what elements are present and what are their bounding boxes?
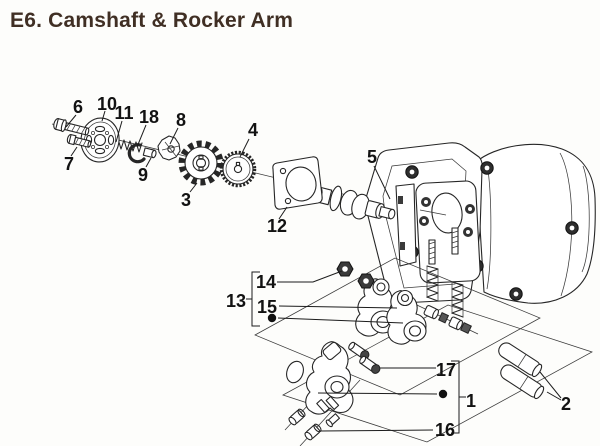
part-timing-disc [219,150,257,188]
valve-springs-and-studs [426,227,464,318]
callout-14: 14 [256,272,276,292]
callout-11: 11 [114,103,133,123]
part-cam-sprocket [178,140,224,186]
callout-2: 2 [561,394,571,414]
leader-lines [65,110,562,432]
part-cam-end-plate [272,156,323,210]
part-decompression-cam [157,135,181,161]
part-cylinder-head [365,142,596,304]
part-advance-plate [80,117,120,163]
callout-17: 17 [436,360,456,380]
callout-9: 9 [138,165,148,185]
part-nuts-lower [288,408,322,441]
callout-7: 7 [64,154,74,174]
callout-16: 16 [435,420,455,440]
part-nuts-upper [336,261,375,289]
item-dot-13 [267,313,277,323]
callout-8: 8 [176,110,186,130]
callout-3: 3 [181,190,191,210]
part-rocker-arm-assembly-lower [286,341,354,428]
callout-18: 18 [139,107,159,127]
part-bolt-lower [66,134,92,148]
part-bolt-upper [53,118,90,136]
callout-15: 15 [257,297,277,317]
callout-5: 5 [367,147,377,167]
part-pin [142,147,157,159]
callout-4: 4 [248,120,258,140]
bracket-group-1 [438,360,466,434]
callout-1: 1 [466,391,476,411]
callout-13: 13 [226,291,246,311]
part-adjuster-screws [348,341,381,374]
callout-6: 6 [73,97,83,117]
callout-12: 12 [267,216,287,236]
part-rocker-arm-assembly-upper [355,278,427,345]
page-title: E6. Camshaft & Rocker Arm [10,9,294,32]
callout-labels: 6 10 11 18 8 4 5 7 9 3 12 13 14 15 17 1 … [64,94,571,440]
item-dot-1 [438,389,448,399]
part-clip [127,143,146,164]
callout-10: 10 [97,94,117,114]
part-rocker-shaft-spacers [423,305,472,334]
part-dowel-pins [498,342,545,400]
bracket-group-13 [246,271,277,327]
